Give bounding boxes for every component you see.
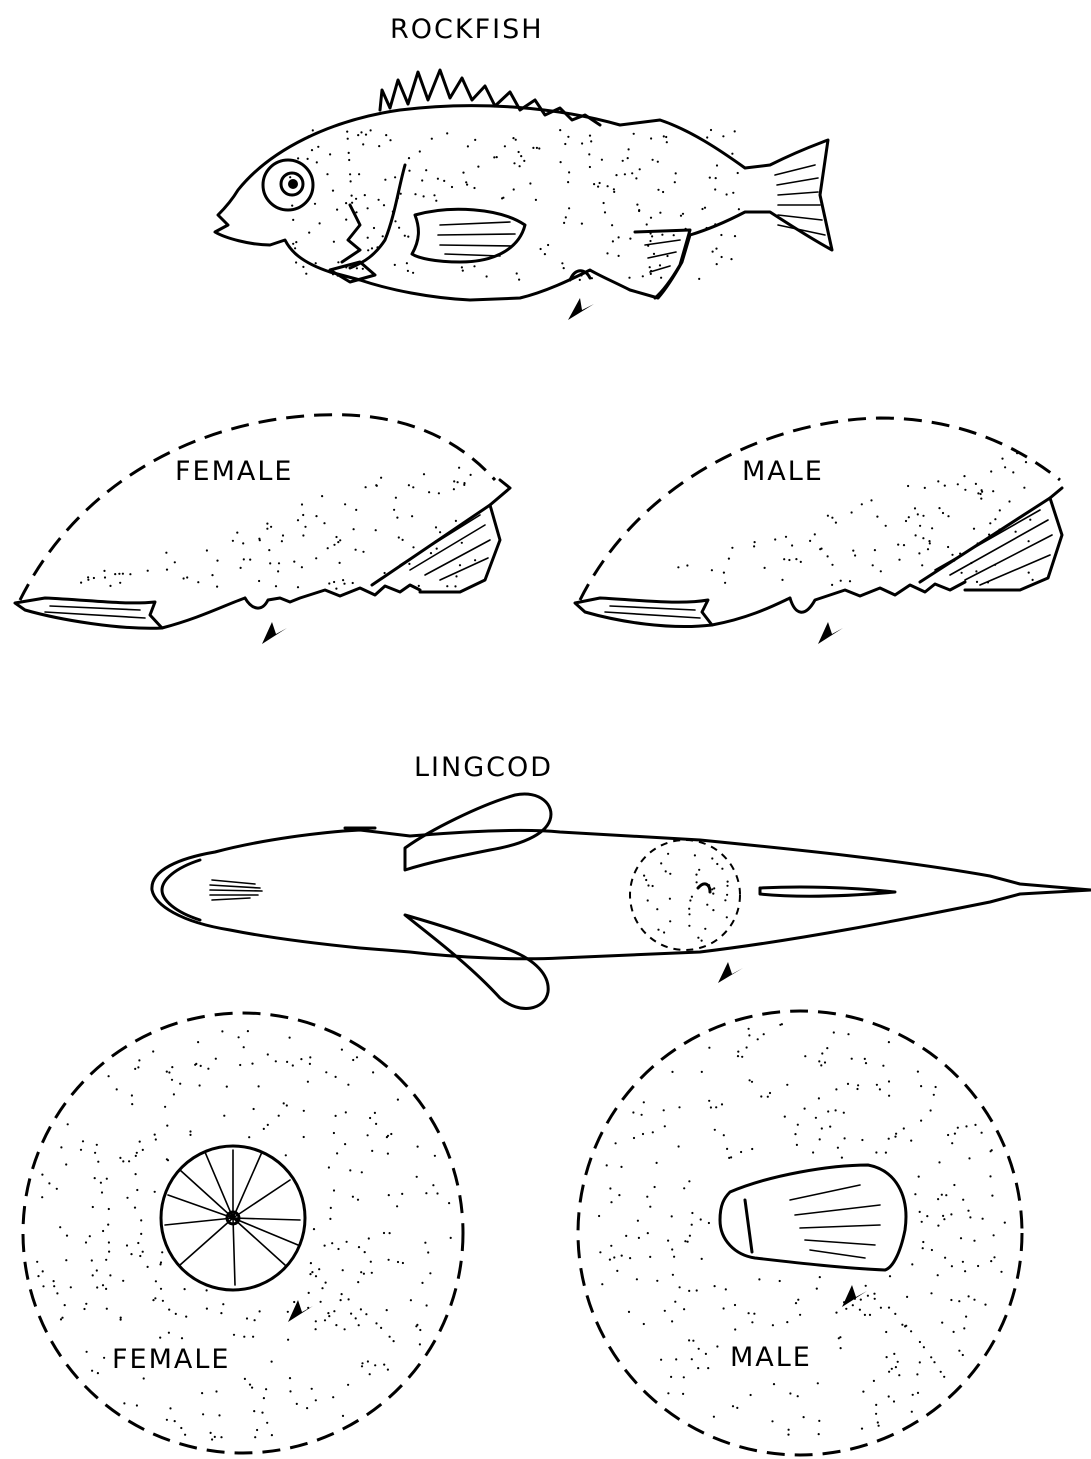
lingcod-male-stipple — [598, 1023, 1006, 1436]
rockfish-male-drawing — [575, 418, 1062, 627]
lingcod-male-arrow — [842, 1285, 867, 1307]
rockfish-body-arrow — [568, 298, 594, 320]
rockfish-body-stipple — [289, 129, 740, 281]
lingcod-body-arrow — [718, 962, 743, 983]
rockfish-male-arrow — [818, 622, 843, 644]
lingcod-male-label: MALE — [730, 1342, 812, 1373]
lingcod-female-label: FEMALE — [112, 1344, 230, 1375]
rockfish-male-stipple — [677, 452, 1033, 586]
rockfish-title: ROCKFISH — [390, 14, 544, 45]
rockfish-female-drawing — [15, 415, 510, 629]
rockfish-female-arrow — [262, 622, 287, 644]
lingcod-female-stipple — [36, 1030, 452, 1441]
lingcod-female-arrow — [288, 1300, 313, 1322]
lingcod-body-drawing — [152, 794, 1091, 1008]
rockfish-body-drawing — [215, 70, 832, 300]
lingcod-female-drawing — [23, 1013, 463, 1453]
lingcod-male-drawing — [578, 1011, 1022, 1455]
rockfish-female-label: FEMALE — [175, 456, 293, 487]
lingcod-title: LINGCOD — [414, 752, 553, 783]
rockfish-male-label: MALE — [742, 456, 824, 487]
lingcod-vent-stipple — [643, 853, 729, 942]
